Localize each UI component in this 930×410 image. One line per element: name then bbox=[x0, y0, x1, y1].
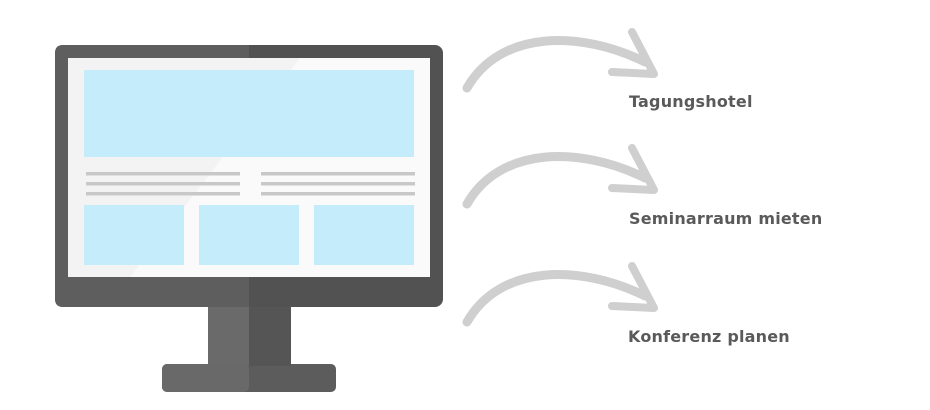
text-line bbox=[261, 172, 415, 176]
label-tagungshotel: Tagungshotel bbox=[629, 92, 753, 111]
text-line bbox=[261, 182, 415, 186]
curved-arrow-icon bbox=[462, 28, 658, 93]
label-seminarraum-mieten: Seminarraum mieten bbox=[629, 209, 823, 228]
content-block bbox=[199, 205, 299, 265]
monitor-neck-left bbox=[208, 300, 249, 366]
label-konferenz-planen: Konferenz planen bbox=[628, 327, 790, 346]
hero-block bbox=[84, 70, 414, 157]
text-line bbox=[86, 192, 240, 196]
text-line bbox=[86, 182, 240, 186]
content-block bbox=[314, 205, 414, 265]
text-line bbox=[86, 172, 240, 176]
content-block bbox=[84, 205, 184, 265]
monitor-icon bbox=[55, 45, 443, 392]
monitor-neck-right bbox=[249, 300, 291, 366]
curved-arrow-icon bbox=[462, 144, 658, 209]
curved-arrow-icon bbox=[462, 262, 658, 327]
text-line bbox=[261, 192, 415, 196]
monitor-base-left bbox=[162, 364, 249, 392]
